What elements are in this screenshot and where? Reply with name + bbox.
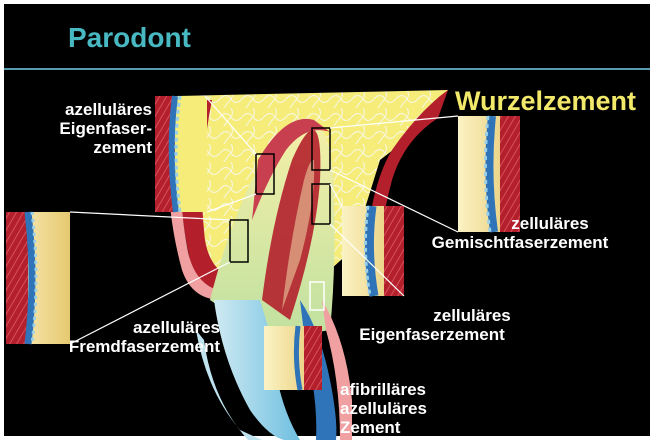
label-line: Eigenfaser- <box>42 119 152 138</box>
label-zellulaeres-eigenfaserzement: zelluläres Eigenfaserzement <box>342 306 522 344</box>
label-line: azelluläres <box>340 399 427 418</box>
heading-wurzelzement: Wurzelzement <box>455 86 636 117</box>
label-line: Eigenfaserzement <box>342 325 522 344</box>
label-line: zelluläres <box>410 214 630 233</box>
detail-box-5 <box>264 326 322 390</box>
detail-box-4 <box>342 206 404 296</box>
label-line: zelluläres <box>342 306 522 325</box>
label-line: Gemischtfaserzement <box>410 233 630 252</box>
label-afibrillaeres-azellulaeres-zement: afibrilläres azelluläres Zement <box>340 380 427 437</box>
label-line: Fremdfaserzement <box>20 337 220 356</box>
label-line: azelluläres <box>42 100 152 119</box>
label-azellulaeres-eigenfaserzement: azelluläres Eigenfaser- zement <box>42 100 152 157</box>
label-line: afibrilläres <box>340 380 427 399</box>
label-zellulaeres-gemischtfaserzement: zelluläres Gemischtfaserzement <box>410 214 630 252</box>
detail-box-1 <box>155 96 207 212</box>
label-line: zement <box>42 138 152 157</box>
label-azellulaeres-fremdfaserzement: azelluläres Fremdfaserzement <box>20 318 220 356</box>
label-line: Zement <box>340 418 427 437</box>
label-line: azelluläres <box>20 318 220 337</box>
